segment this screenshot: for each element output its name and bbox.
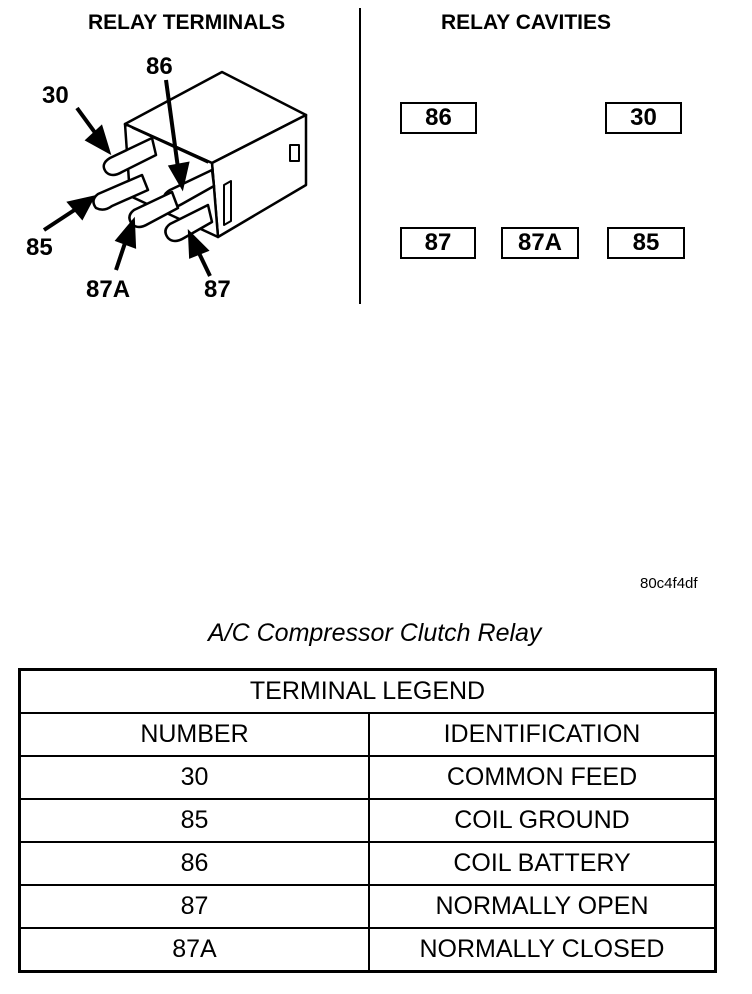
- table-row: 30 COMMON FEED: [18, 755, 717, 800]
- section-divider: [359, 8, 361, 304]
- cavity-86: 86: [400, 102, 477, 134]
- terminal-85-blade: [92, 173, 150, 211]
- relay-cavities-heading: RELAY CAVITIES: [441, 11, 611, 34]
- relay-latch: [289, 144, 300, 162]
- terminal-label-86: 86: [146, 53, 173, 80]
- table-row: 85 COIL GROUND: [18, 798, 717, 843]
- legend-number: 86: [18, 841, 370, 886]
- cavity-85: 85: [607, 227, 685, 259]
- table-row: 87 NORMALLY OPEN: [18, 884, 717, 929]
- cavity-87: 87: [400, 227, 476, 259]
- legend-identification: NORMALLY CLOSED: [368, 927, 717, 973]
- legend-identification: NORMALLY OPEN: [368, 884, 717, 929]
- legend-identification: COIL BATTERY: [368, 841, 717, 886]
- terminal-label-85: 85: [26, 234, 53, 261]
- relay-terminals-heading: RELAY TERMINALS: [88, 11, 286, 34]
- terminal-87-blade: [164, 203, 214, 243]
- terminal-label-87a: 87A: [86, 276, 131, 303]
- legend-identification: COMMON FEED: [368, 755, 717, 800]
- image-id: 80c4f4df: [640, 575, 698, 592]
- legend-number: 85: [18, 798, 370, 843]
- legend-header-identification: IDENTIFICATION: [368, 712, 717, 757]
- terminal-legend-table: TERMINAL LEGEND NUMBER IDENTIFICATION 30…: [18, 668, 717, 973]
- terminal-label-87: 87: [204, 276, 231, 303]
- legend-number: 87: [18, 884, 370, 929]
- legend-number: 87A: [18, 927, 370, 973]
- cavity-87a: 87A: [501, 227, 579, 259]
- terminal-30-blade: [102, 136, 158, 177]
- terminal-label-30: 30: [42, 82, 69, 109]
- table-row: 87A NORMALLY CLOSED: [18, 927, 717, 973]
- figure-caption: A/C Compressor Clutch Relay: [208, 619, 542, 647]
- legend-title: TERMINAL LEGEND: [18, 668, 717, 714]
- legend-header-number: NUMBER: [18, 712, 370, 757]
- legend-identification: COIL GROUND: [368, 798, 717, 843]
- cavity-30: 30: [605, 102, 682, 134]
- table-row: 86 COIL BATTERY: [18, 841, 717, 886]
- legend-number: 30: [18, 755, 370, 800]
- relay-drawing: [42, 70, 308, 277]
